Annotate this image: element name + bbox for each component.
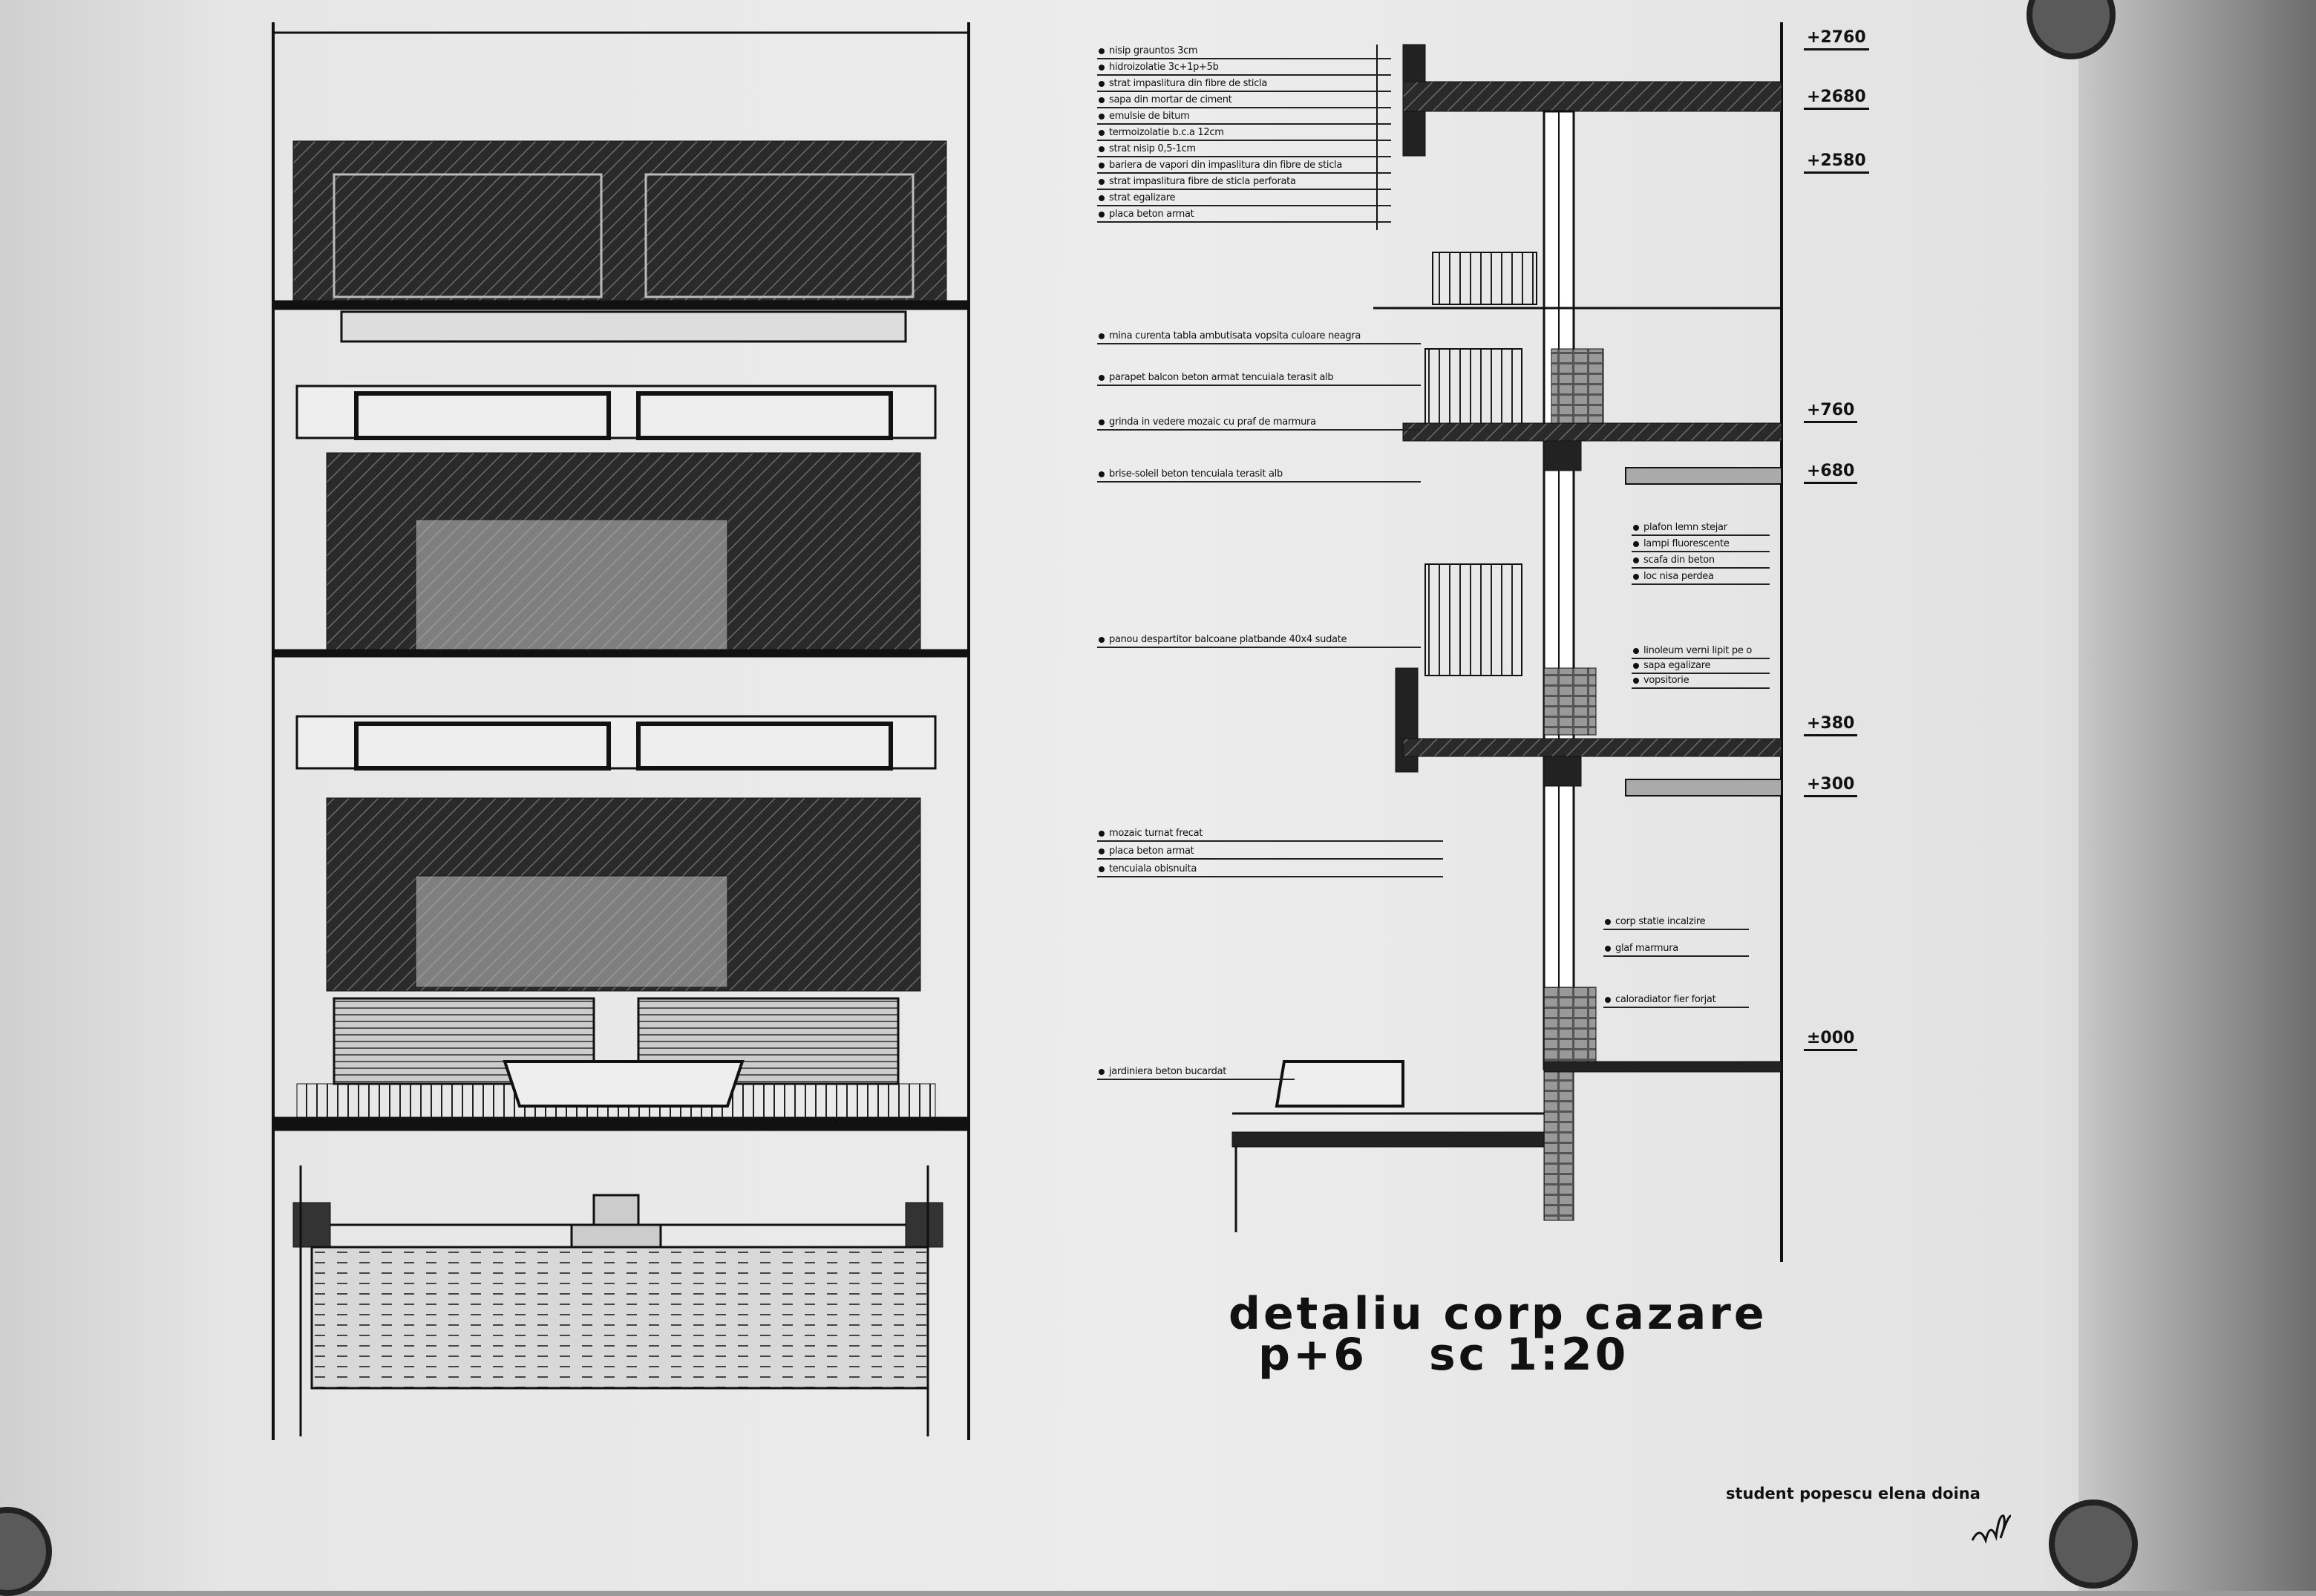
roof-layer: hidroizolatie 3c+1p+5b xyxy=(1097,61,1391,76)
roof-layer: nisip grauntos 3cm xyxy=(1097,45,1391,59)
roof-layer: strat impaslitura fibre de sticla perfor… xyxy=(1097,175,1391,190)
ceiling-note: lampi fluorescente xyxy=(1632,537,1770,552)
floor-note: vopsitorie xyxy=(1632,674,1770,689)
pushpin-bottom-right xyxy=(2049,1499,2138,1589)
level-marker: +300 xyxy=(1804,775,1858,797)
divider-note: panou despartitor balcoane platbande 40x… xyxy=(1097,633,1421,648)
floor-note: sapa egalizare xyxy=(1632,659,1770,674)
level-marker: +2760 xyxy=(1804,28,1869,50)
level-marker: ±000 xyxy=(1804,1029,1858,1051)
level-marker: +2580 xyxy=(1804,151,1869,174)
balcony-note: brise-soleil beton tencuiala terasit alb xyxy=(1097,468,1421,483)
scale-label: sc 1:20 xyxy=(1429,1329,1629,1381)
roof-layer: termoizolatie b.c.a 12cm xyxy=(1097,126,1391,141)
balcony-note: parapet balcon beton armat tencuiala ter… xyxy=(1097,371,1421,386)
roof-layer: sapa din mortar de ciment xyxy=(1097,94,1391,108)
level-marker: +380 xyxy=(1804,714,1858,736)
slab-note: placa beton armat xyxy=(1097,845,1443,860)
board-edge xyxy=(2078,0,2316,1591)
window-note: corp statie incalzire xyxy=(1603,915,1749,930)
roof-layer: strat nisip 0,5-1cm xyxy=(1097,143,1391,157)
floor-note: linoleum verni lipit pe o xyxy=(1632,644,1770,659)
roof-layer: placa beton armat xyxy=(1097,208,1391,223)
level-marker: +680 xyxy=(1804,462,1858,484)
balcony-note: grinda in vedere mozaic cu praf de marmu… xyxy=(1097,416,1421,431)
ceiling-note: scafa din beton xyxy=(1632,554,1770,569)
roof-layer: bariera de vapori din impaslitura din fi… xyxy=(1097,159,1391,174)
slab-note: tencuiala obisnuita xyxy=(1097,863,1443,877)
roof-layer: emulsie de bitum xyxy=(1097,110,1391,125)
slab-note: mozaic turnat frecat xyxy=(1097,827,1443,842)
roof-layer: strat egalizare xyxy=(1097,192,1391,206)
author-credit: student popescu elena doina xyxy=(1726,1485,1980,1502)
floor-label: p+6 xyxy=(1258,1329,1367,1381)
signature xyxy=(1971,1514,2012,1544)
window-note: caloradiator fier forjat xyxy=(1603,993,1749,1008)
level-marker: +2680 xyxy=(1804,88,1869,110)
planter-note: jardiniera beton bucardat xyxy=(1097,1065,1295,1080)
level-marker: +760 xyxy=(1804,401,1858,423)
balcony-note: mina curenta tabla ambutisata vopsita cu… xyxy=(1097,330,1421,344)
roof-layer: strat impaslitura din fibre de sticla xyxy=(1097,77,1391,92)
drawing-title: detaliu corp cazare xyxy=(1229,1288,1767,1340)
ceiling-note: loc nisa perdea xyxy=(1632,570,1770,585)
window-note: glaf marmura xyxy=(1603,942,1749,957)
ceiling-note: plafon lemn stejar xyxy=(1632,521,1770,536)
facade-elevation xyxy=(272,22,970,1440)
wall-section xyxy=(1231,22,1783,1262)
